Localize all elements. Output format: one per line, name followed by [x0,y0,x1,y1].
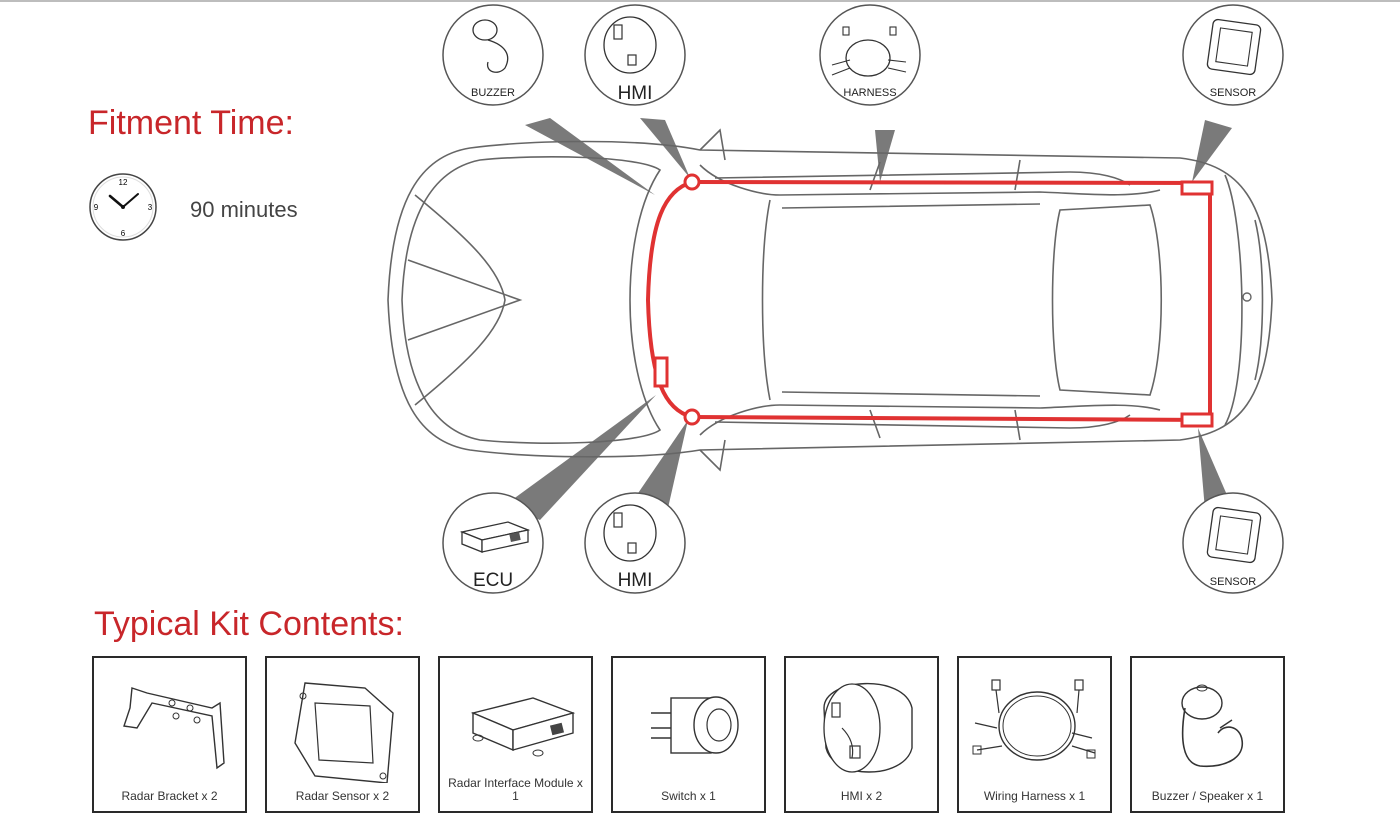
interface-module-icon [470,697,576,757]
callout-sensor-bottom: SENSOR [1182,492,1284,594]
radar-bracket-icon [123,687,225,770]
kit-item-label: Radar Bracket x 2 [121,789,218,803]
callout-label-hmi-top: HMI [618,83,653,104]
buzzer-icon [1181,684,1243,768]
callout-ecu-bottom: ECU [442,492,544,594]
radar-sensor-icon [1206,18,1262,76]
callout-label-harness: HARNESS [843,87,896,99]
callout-harness-top: HARNESS [819,4,921,106]
kit-item-interface-module: Radar Interface Module x 1 [438,656,593,813]
wiring-loop [645,180,1212,423]
sensor-mount-top [1180,180,1214,196]
kit-item-radar-bracket: Radar Bracket x 2 [92,656,247,813]
clock-numeral-12: 12 [119,178,128,187]
callout-buzzer-top: BUZZER [442,4,544,106]
vehicle-diagram: BUZZER HMI HARNESS SENSOR ECU HMI [387,4,1284,594]
callout-hmi-top: HMI [584,4,686,106]
callout-label-sensor-bottom: SENSOR [1210,576,1257,588]
sensor-mount-bottom [1180,412,1214,428]
kit-item-label: Switch x 1 [661,789,716,803]
clock-numeral-9: 9 [94,203,99,212]
callout-sensor-top: SENSOR [1182,4,1284,106]
fitment-duration: 90 minutes [190,197,298,222]
clock-numeral-6: 6 [121,229,126,238]
buzzer-icon [472,19,498,41]
kit-item-label: Radar Sensor x 2 [295,789,390,803]
kit-item-label: HMI x 2 [840,789,883,803]
top-divider [0,0,1400,2]
wiring-harness-icon [845,39,891,77]
hmi-icon [823,682,913,773]
kit-item-label: Radar Interface Module x 1 [448,776,583,803]
hmi-mount-bottom [683,408,701,426]
callout-label-buzzer: BUZZER [471,87,515,99]
fitment-time-heading: Fitment Time: [88,104,294,142]
kit-item-buzzer: Buzzer / Speaker x 1 [1130,656,1285,813]
wiring-harness-icon [972,679,1096,761]
kit-item-switch: Switch x 1 [611,656,766,813]
hmi-icon [603,16,657,74]
clock-icon: 12 3 6 9 [89,173,157,241]
hmi-mount-top [683,173,701,191]
kit-contents-heading: Typical Kit Contents: [94,605,404,643]
radar-sensor-icon [1206,506,1262,564]
ecu-mount [653,356,669,388]
callout-label-ecu: ECU [473,570,513,591]
callout-label-hmi-bottom: HMI [618,570,653,591]
kit-item-radar-sensor: Radar Sensor x 2 [265,656,420,813]
kit-item-wiring-harness: Wiring Harness x 1 [957,656,1112,813]
switch-icon [651,696,739,754]
kit-item-hmi: HMI x 2 [784,656,939,813]
kit-contents-list: Radar Bracket x 2 Radar Sensor x 2 Radar… [92,656,1292,816]
radar-sensor-icon [294,682,394,783]
car-outline [387,128,1273,472]
clock-numeral-3: 3 [148,203,153,212]
callout-label-sensor-top: SENSOR [1210,87,1257,99]
kit-item-label: Wiring Harness x 1 [983,789,1086,803]
kit-item-label: Buzzer / Speaker x 1 [1151,789,1264,803]
hmi-icon [603,504,657,562]
callout-pointers [505,118,1232,520]
callout-hmi-bottom: HMI [584,492,686,594]
